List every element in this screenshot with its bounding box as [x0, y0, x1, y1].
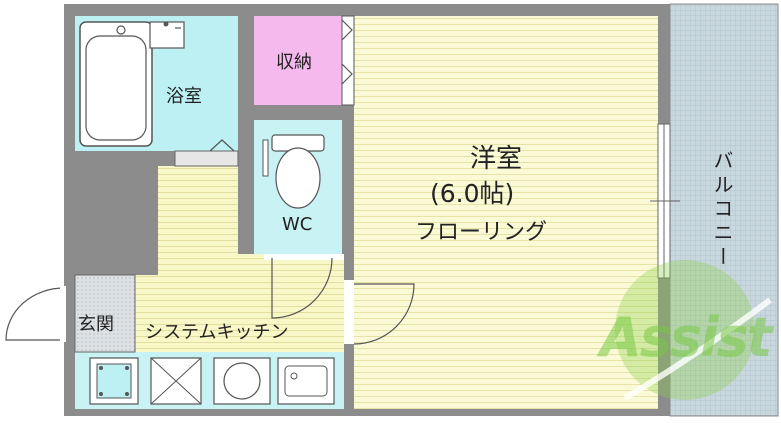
kitchen-area	[75, 166, 344, 352]
bathtub-inner	[85, 35, 147, 141]
entrance-label: 玄関	[78, 314, 114, 335]
balcony-label: バルコニー	[710, 150, 734, 270]
assist-logo-text: Assist	[600, 306, 773, 369]
bath-floor-step	[174, 150, 239, 167]
toilet-label: WC	[282, 214, 313, 235]
logo-circle	[615, 260, 755, 400]
entrance-door-swing	[5, 287, 65, 341]
toilet-bowl	[275, 147, 321, 209]
balcony-area	[669, 3, 779, 417]
room-door-swing	[353, 283, 415, 345]
western-room-size: (6.0帖)	[430, 179, 515, 208]
storage-area	[254, 16, 342, 105]
kitchen-label: システムキッチン	[145, 322, 289, 343]
western-room-name: 洋室	[470, 144, 523, 174]
western-room-area	[354, 16, 658, 409]
entrance-area	[74, 274, 136, 353]
storage-label: 収納	[276, 52, 312, 73]
logo-swoosh	[623, 297, 772, 401]
wc-door-swing	[271, 257, 333, 319]
western-room-floor: フローリング	[415, 220, 548, 245]
bathroom-label: 浴室	[166, 86, 202, 107]
